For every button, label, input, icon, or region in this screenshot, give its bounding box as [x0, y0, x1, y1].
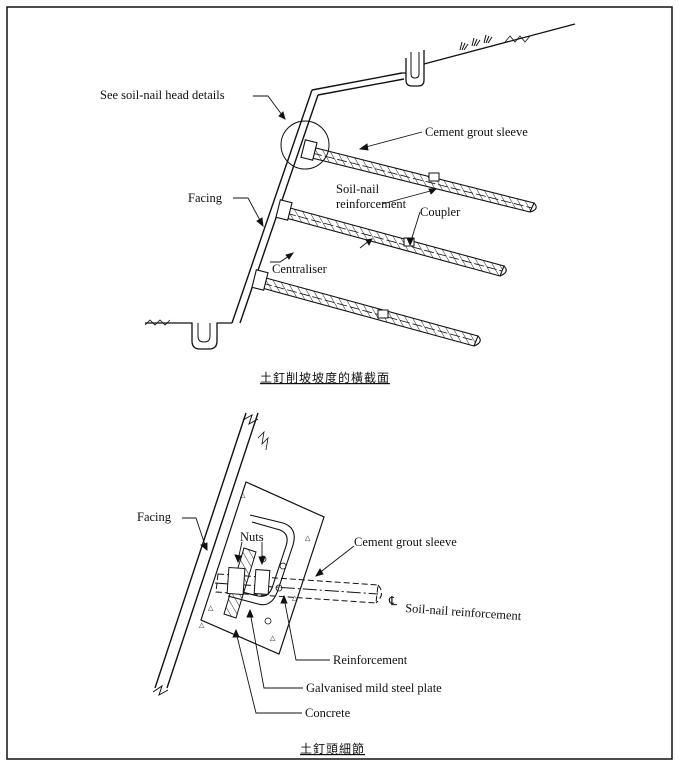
crest-line-inner — [317, 78, 405, 96]
svg-text:△: △ — [292, 594, 298, 602]
crest-drain-inner — [410, 52, 420, 79]
label-soil-nail-line1: Soil-nail — [336, 182, 380, 196]
label-head-details: See soil-nail head details — [100, 88, 225, 102]
centreline-symbol: ℄ — [388, 594, 398, 608]
label-soil-nail-line2: reinforcement — [336, 197, 407, 211]
label-detail-concrete: Concrete — [305, 706, 351, 720]
vegetation-icon — [459, 34, 493, 51]
break-line-top — [242, 413, 259, 426]
svg-text:△: △ — [199, 621, 205, 629]
label-detail-soil-nail: Soil-nail reinforcement — [405, 601, 522, 623]
nut-2 — [253, 569, 271, 595]
toe-drain — [185, 322, 232, 350]
leader-detail-concrete — [235, 631, 302, 714]
label-detail-plate: Galvanised mild steel plate — [306, 681, 442, 695]
soil-hatch — [257, 430, 269, 451]
label-detail-reinforcement: Reinforcement — [333, 653, 408, 667]
upper-ground-hatch — [504, 35, 531, 43]
crest-line — [311, 72, 403, 91]
soil-nail-3 — [251, 269, 481, 347]
sheet-border — [6, 6, 673, 760]
caption-bottom: 土釘頭細節 — [300, 741, 365, 756]
u-bar-inner — [229, 521, 288, 597]
label-coupler: Coupler — [420, 205, 461, 219]
label-facing: Facing — [188, 191, 223, 205]
grout-sleeve — [215, 573, 379, 604]
upper-ground-line — [423, 23, 576, 65]
soil-nail-head-detail: △ △ △ △ △ △ — [137, 412, 522, 756]
leader-detail-reinforcement — [283, 597, 330, 661]
leader-grout-sleeve — [361, 131, 423, 149]
detail-facing-inner — [166, 412, 259, 689]
svg-text:△: △ — [208, 604, 214, 612]
label-cement-grout-sleeve: Cement grout sleeve — [425, 125, 528, 139]
leader-detail-facing — [182, 517, 207, 549]
svg-text:△: △ — [240, 491, 246, 499]
concrete-aggregate-marks: △ △ △ △ △ △ — [199, 491, 311, 642]
toe-drain-inner — [197, 323, 211, 343]
label-nuts: Nuts — [240, 530, 264, 544]
concrete-head-block — [200, 481, 325, 655]
svg-text:△: △ — [305, 534, 311, 542]
toe-grass-hatch — [144, 319, 171, 326]
detail-facing-outer — [154, 412, 247, 689]
nut-1 — [226, 566, 246, 596]
leader-detail-grout-sleeve — [317, 545, 355, 575]
label-detail-facing: Facing — [137, 510, 172, 524]
facing-outer-line — [231, 89, 313, 324]
leader-detail-plate — [249, 611, 303, 689]
svg-text:△: △ — [270, 634, 276, 642]
detail-callout-circle — [280, 120, 330, 170]
leader-reinforcement — [381, 189, 435, 205]
slope-cross-section: See soil-nail head details Cement grout … — [100, 23, 576, 385]
label-detail-grout-sleeve: Cement grout sleeve — [354, 535, 457, 549]
soil-nail-1 — [300, 139, 537, 213]
leader-head-details — [253, 95, 286, 120]
leader-arrow — [278, 111, 286, 120]
caption-top: 土釘削坡坡度的橫截面 — [260, 370, 390, 385]
break-line-bottom — [152, 684, 169, 697]
label-centraliser: Centraliser — [272, 262, 328, 276]
crest-drain — [402, 50, 425, 87]
leader-facing — [233, 197, 263, 225]
